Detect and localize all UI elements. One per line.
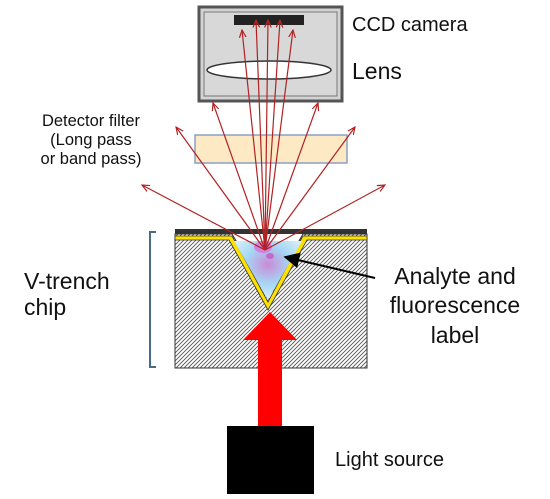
v-trench-chip-label-line2: chip	[24, 294, 67, 321]
ccd-camera-icon	[197, 5, 344, 103]
detector-filter-label: Detector filter (Long pass or band pass)	[3, 112, 179, 169]
lens-icon	[206, 60, 332, 80]
lens-label: Lens	[352, 58, 402, 84]
analyte-label-line1: Analyte and	[394, 263, 516, 289]
emission-rays	[142, 20, 385, 251]
analyte-pointer-arrow	[283, 252, 376, 279]
v-trench-chip-label-line1: V-trench	[24, 268, 110, 294]
light-source-label: Light source	[335, 449, 444, 471]
ccd-camera-label: CCD camera	[352, 14, 468, 36]
excitation-arrow	[243, 312, 297, 428]
chip-bracket	[149, 231, 156, 368]
analyte-label: Analyte and fluorescence label	[370, 262, 540, 350]
light-source-icon	[227, 426, 314, 494]
detector-filter-label-line3: or band pass)	[40, 149, 142, 168]
detector-filter-label-line1: Detector filter	[41, 112, 141, 130]
v-trench-chip-label: V-trench chip	[24, 268, 110, 321]
analyte-label-line3: label	[430, 321, 480, 348]
analyte-label-line2: fluorescence	[389, 292, 521, 319]
detector-filter-label-line2: (Long pass	[50, 130, 132, 149]
